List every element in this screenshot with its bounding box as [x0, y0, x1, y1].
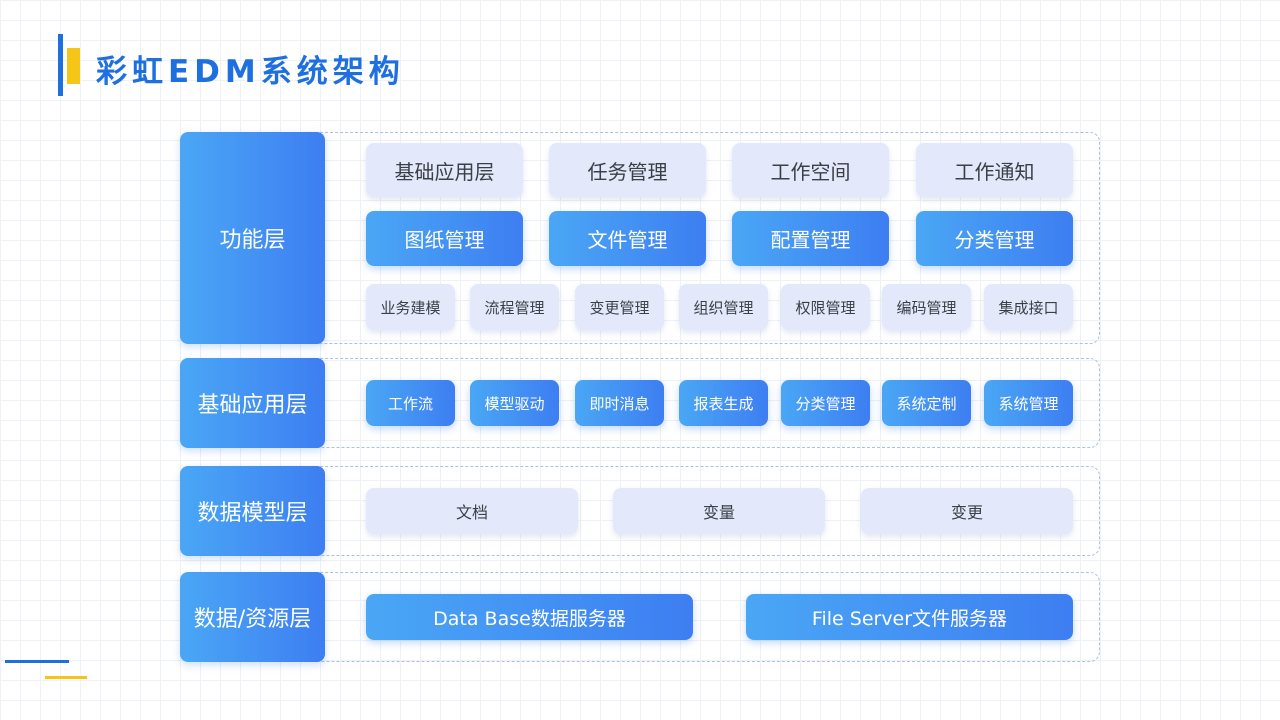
base-item: 报表生成 — [679, 380, 768, 426]
decorative-line-yellow — [45, 676, 87, 679]
function-subitem: 集成接口 — [984, 284, 1073, 330]
function-item: 文件管理 — [549, 211, 706, 266]
function-layer-label: 功能层 — [180, 132, 325, 344]
base-item: 工作流 — [366, 380, 455, 426]
function-subitem: 业务建模 — [366, 284, 455, 330]
model-layer-label: 数据模型层 — [180, 466, 325, 556]
resource-item: Data Base数据服务器 — [366, 594, 693, 640]
base-item: 系统定制 — [882, 380, 971, 426]
function-item: 基础应用层 — [366, 143, 523, 197]
page-title: 彩虹EDM系统架构 — [96, 54, 405, 90]
base-item: 即时消息 — [575, 380, 664, 426]
base-item: 模型驱动 — [470, 380, 559, 426]
function-item: 工作空间 — [732, 143, 889, 197]
base-item: 分类管理 — [781, 380, 870, 426]
title-accent-bar — [58, 34, 63, 96]
function-item: 工作通知 — [916, 143, 1073, 197]
title-accent-bar-yellow — [67, 48, 80, 84]
function-subitem: 流程管理 — [470, 284, 559, 330]
function-subitem: 组织管理 — [679, 284, 768, 330]
resource-layer-label: 数据/资源层 — [180, 572, 325, 662]
function-subitem: 权限管理 — [781, 284, 870, 330]
decorative-line — [5, 660, 69, 663]
model-item: 变量 — [613, 488, 825, 534]
function-item: 图纸管理 — [366, 211, 523, 266]
function-item: 分类管理 — [916, 211, 1073, 266]
base-layer-label: 基础应用层 — [180, 358, 325, 448]
base-item: 系统管理 — [984, 380, 1073, 426]
function-subitem: 编码管理 — [882, 284, 971, 330]
function-subitem: 变更管理 — [575, 284, 664, 330]
function-item: 配置管理 — [732, 211, 889, 266]
model-item: 文档 — [366, 488, 578, 534]
model-item: 变更 — [861, 488, 1073, 534]
function-item: 任务管理 — [549, 143, 706, 197]
resource-item: File Server文件服务器 — [746, 594, 1073, 640]
